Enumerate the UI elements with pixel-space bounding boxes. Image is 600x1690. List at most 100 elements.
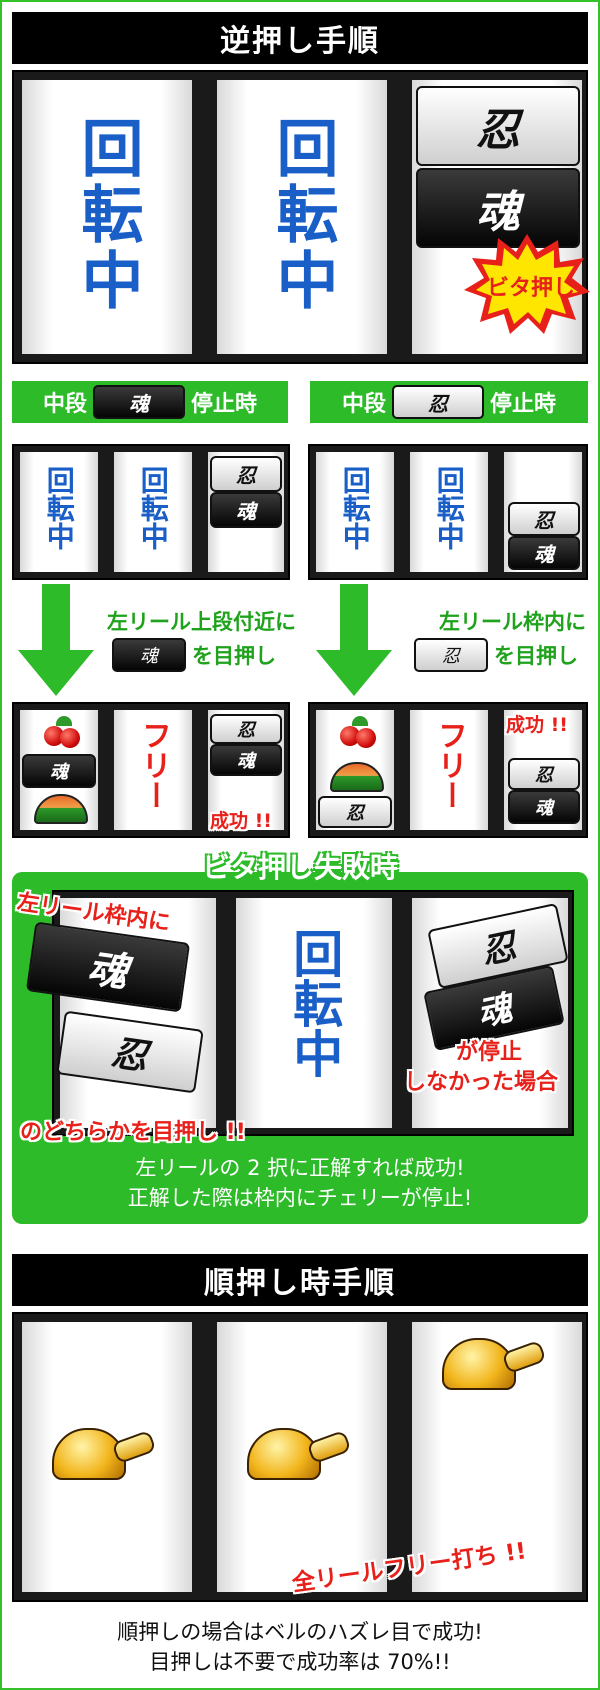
shinobi-glyph: 忍 xyxy=(442,646,460,667)
tamashii-symbol: 魂 xyxy=(22,754,96,788)
right-instruction-line2: を目押し xyxy=(494,644,578,668)
reel-left: 忍 xyxy=(316,710,394,830)
tamashii-symbol: 魂 xyxy=(210,744,282,776)
down-arrow-icon xyxy=(18,584,94,696)
tamashii-glyph: 魂 xyxy=(50,762,68,783)
shinobi-glyph: 忍 xyxy=(476,105,520,156)
reel-left: 回転中 xyxy=(316,452,394,572)
spin-text: 回転中 xyxy=(136,466,170,550)
tamashii-glyph: 魂 xyxy=(534,542,554,567)
case-title-pre: 中段 xyxy=(341,392,386,417)
watermelon-icon xyxy=(330,762,384,792)
free-label: フリー xyxy=(114,720,192,810)
spin-label: 回転中 xyxy=(22,116,192,314)
spin-label: 回転中 xyxy=(236,928,392,1078)
left-instruction-line2-row: 魂 を目押し xyxy=(112,638,276,672)
watermelon-icon xyxy=(34,794,88,824)
shinobi-symbol: 忍 xyxy=(416,86,580,166)
reel-right: 忍 魂 xyxy=(504,452,582,572)
reel-center: 回転中 xyxy=(217,80,387,354)
tamashii-symbol: 魂 xyxy=(508,536,580,570)
case-left-top-panel: 回転中 回転中 忍 魂 xyxy=(12,444,290,580)
cherry-icon xyxy=(44,716,84,748)
shinobi-symbol: 忍 xyxy=(318,796,392,828)
section2-desc-line2: 目押しは不要で成功率は 70%!! xyxy=(149,1650,451,1674)
spin-text: 回転中 xyxy=(285,928,344,1078)
case-right-bottom-panel: 忍 フリー 忍 魂 xyxy=(308,702,588,838)
reel-center xyxy=(217,1322,387,1592)
failure-title: ビタ押し失敗時 xyxy=(201,851,398,884)
spin-label: 回転中 xyxy=(410,466,488,550)
bita-oshi-burst xyxy=(464,234,590,334)
failure-note-right-line2: しなかった場合 xyxy=(404,1070,559,1095)
reel-center: 回転中 xyxy=(114,452,192,572)
shinobi-glyph: 忍 xyxy=(346,803,364,824)
shinobi-glyph: 忍 xyxy=(428,391,448,416)
shinobi-glyph: 忍 xyxy=(108,1031,151,1079)
down-arrow-icon xyxy=(316,584,392,696)
case-left-bottom-panel: 魂 フリー 忍 魂 xyxy=(12,702,290,838)
reel-left xyxy=(22,1322,192,1592)
tamashii-glyph: 魂 xyxy=(237,751,255,772)
shinobi-glyph: 忍 xyxy=(236,463,256,488)
spin-label: 回転中 xyxy=(316,466,394,550)
section2-reel-panel xyxy=(12,1312,588,1602)
shinobi-symbol: 忍 xyxy=(210,714,282,744)
shinobi-glyph: 忍 xyxy=(237,720,255,741)
case-title-pre: 中段 xyxy=(42,392,87,417)
failure-note-right-line1: が停止 xyxy=(456,1040,523,1065)
reel-right: 忍 魂 xyxy=(208,452,284,572)
spin-text: 回転中 xyxy=(338,466,372,550)
tamashii-glyph: 魂 xyxy=(476,187,520,238)
shinobi-glyph: 忍 xyxy=(534,508,554,533)
spin-text: 回転中 xyxy=(70,116,144,314)
failure-desc-line1: 左リールの 2 択に正解すれば成功! xyxy=(135,1156,465,1180)
spin-label: 回転中 xyxy=(114,466,192,550)
shinobi-symbol-inline: 忍 xyxy=(392,385,484,419)
tamashii-symbol: 魂 xyxy=(210,492,282,528)
spin-text: 回転中 xyxy=(265,116,339,314)
tamashii-symbol: 魂 xyxy=(416,168,580,248)
bita-oshi-badge: ビタ押し xyxy=(486,276,575,301)
case-title-post: 停止時 xyxy=(490,392,557,417)
left-instruction-line1: 左リール上段付近に xyxy=(107,610,296,634)
case-right-title: 中段 忍 停止時 xyxy=(310,381,588,423)
section1-reel-panel: 回転中 回転中 忍 魂 xyxy=(12,70,588,364)
shinobi-glyph: 忍 xyxy=(535,765,553,786)
free-text: フリー xyxy=(431,720,467,810)
tamashii-glyph: 魂 xyxy=(129,391,149,416)
reel-center: フリー xyxy=(410,710,488,830)
reel-right: 忍 魂 xyxy=(412,80,582,354)
shinobi-symbol: 忍 xyxy=(508,502,580,536)
shinobi-symbol: 忍 xyxy=(210,456,282,492)
tamashii-glyph: 魂 xyxy=(84,944,131,997)
reel-left: 回転中 xyxy=(22,80,192,354)
reel-left: 回転中 xyxy=(20,452,98,572)
spin-text: 回転中 xyxy=(42,466,76,550)
shinobi-symbol-inline: 忍 xyxy=(414,638,488,672)
failure-note-bottom: のどちらかを目押し !! xyxy=(20,1120,246,1145)
bell-icon xyxy=(247,1418,357,1488)
case-title-post: 停止時 xyxy=(191,392,258,417)
reel-right: 忍 魂 xyxy=(504,710,582,830)
right-instruction-line1: 左リール枠内に xyxy=(439,610,586,634)
free-text: フリー xyxy=(135,720,171,810)
section2-desc-line1: 順押しの場合はベルのハズレ目で成功! xyxy=(117,1620,483,1644)
success-label-left: 成功 !! xyxy=(210,810,272,832)
reel-center: フリー xyxy=(114,710,192,830)
section2-title: 順押し時手順 xyxy=(12,1254,588,1306)
bell-icon xyxy=(52,1418,162,1488)
left-instruction-line2: を目押し xyxy=(192,644,276,668)
case-right-top-panel: 回転中 回転中 忍 魂 xyxy=(308,444,588,580)
spin-label: 回転中 xyxy=(217,116,387,314)
failure-desc-line2: 正解した際は枠内にチェリーが停止! xyxy=(127,1186,473,1210)
bell-icon xyxy=(442,1328,552,1398)
tamashii-glyph: 魂 xyxy=(236,499,256,524)
reel-left: 魂 xyxy=(20,710,98,830)
spin-text: 回転中 xyxy=(432,466,466,550)
case-left-title: 中段 魂 停止時 xyxy=(12,381,288,423)
tamashii-symbol-inline: 魂 xyxy=(93,385,185,419)
success-label-right: 成功 !! xyxy=(506,714,568,736)
tamashii-glyph: 魂 xyxy=(140,646,158,667)
